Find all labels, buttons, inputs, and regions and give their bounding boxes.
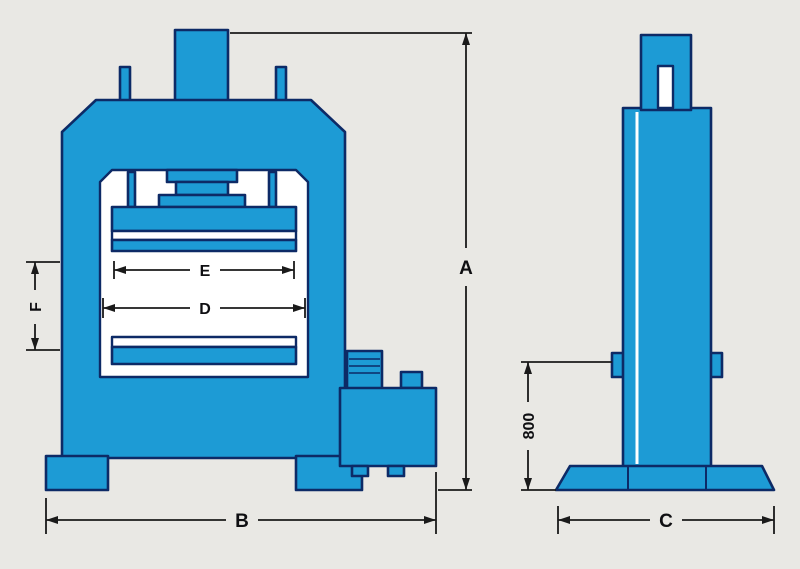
dim-label-c: C [659, 511, 673, 532]
oil-tank [338, 386, 438, 468]
dimension-c: C [557, 506, 775, 534]
ram-cylinder [173, 28, 230, 106]
dim-label-800: 800 [521, 413, 538, 440]
pump-motor [345, 349, 384, 393]
lower-platen-insulation [110, 335, 298, 349]
lower-platen [110, 345, 298, 366]
dim-label-f: F [28, 302, 45, 312]
guide-bolt-left [126, 170, 137, 209]
dimension-800: 800 [521, 361, 612, 491]
ram-flange [157, 193, 247, 209]
tank-foot-right [386, 464, 406, 478]
dimension-e: E [113, 261, 295, 280]
guide-bolt-right [267, 170, 278, 209]
dimension-d: D [102, 298, 306, 318]
dim-arrow-up [462, 33, 470, 45]
side-view [554, 33, 776, 492]
dim-label-b: B [235, 511, 249, 532]
dim-label-e: E [200, 263, 211, 280]
dim-arrow-right [293, 304, 305, 312]
dim-arrow-right [424, 516, 436, 524]
dim-arrow-left [103, 304, 115, 312]
pump-valve-block [399, 370, 424, 390]
dim-arrow-up [524, 362, 532, 374]
dimension-f: F [26, 261, 60, 351]
dim-arrow-down [462, 478, 470, 490]
dim-arrow-left [558, 516, 570, 524]
ram-block [174, 180, 230, 197]
pump-unit [338, 349, 438, 478]
dim-arrow-down [31, 338, 39, 350]
frame-foot-left [44, 454, 110, 492]
tie-rod-right [274, 65, 288, 106]
dim-arrow-left [46, 516, 58, 524]
dim-arrow-left [114, 266, 126, 274]
dimension-a: A [230, 32, 473, 491]
upper-platen-plate [110, 238, 298, 253]
side-ram-slot [656, 64, 675, 110]
ram-plate-top [165, 168, 239, 184]
dim-arrow-up [31, 262, 39, 274]
dim-arrow-down [524, 478, 532, 490]
dim-arrow-right [762, 516, 774, 524]
dimensions: A B C E [26, 32, 775, 534]
dimension-b: B [45, 472, 437, 534]
dim-arrow-right [282, 266, 294, 274]
tie-rod-left [118, 65, 132, 106]
front-view [44, 28, 438, 492]
upper-platen [110, 205, 298, 233]
dim-label-a: A [459, 258, 473, 279]
side-base-plate [554, 464, 776, 492]
upper-platen-insulation [110, 229, 298, 242]
dim-label-d: D [199, 301, 211, 318]
tank-foot-left [350, 464, 370, 478]
